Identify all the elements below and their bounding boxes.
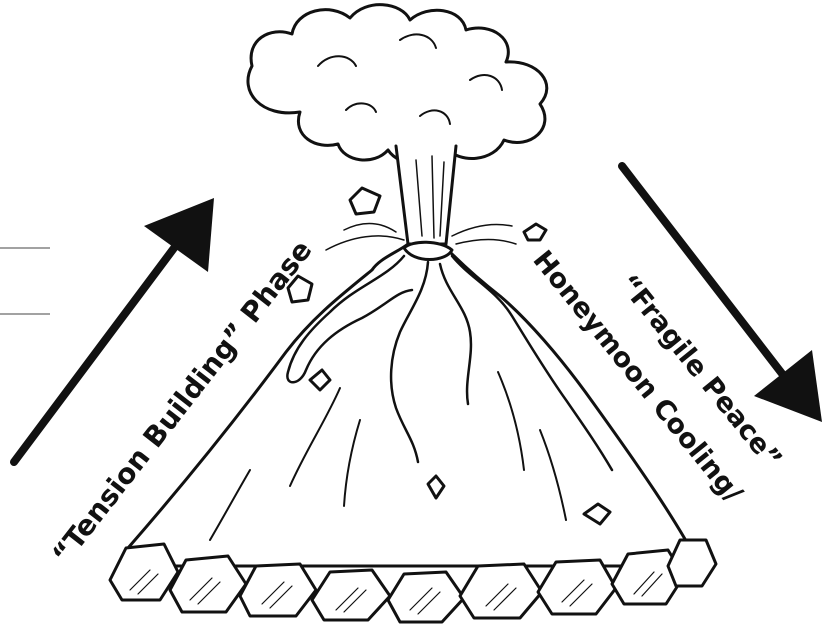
boulder <box>110 544 178 600</box>
volcano-cone <box>120 244 700 566</box>
ash-cloud <box>248 5 547 164</box>
flying-rock <box>524 224 546 240</box>
flying-rock <box>350 188 380 214</box>
boulder <box>388 572 464 622</box>
falling-arrow-head <box>754 350 822 422</box>
left-rules <box>0 248 50 314</box>
volcano-icon <box>110 5 716 622</box>
boulder <box>240 564 316 616</box>
eruption-column <box>396 146 456 244</box>
rising-arrow-head <box>144 198 214 272</box>
boulder <box>668 540 716 586</box>
falling-arrow-shaft <box>622 166 790 384</box>
